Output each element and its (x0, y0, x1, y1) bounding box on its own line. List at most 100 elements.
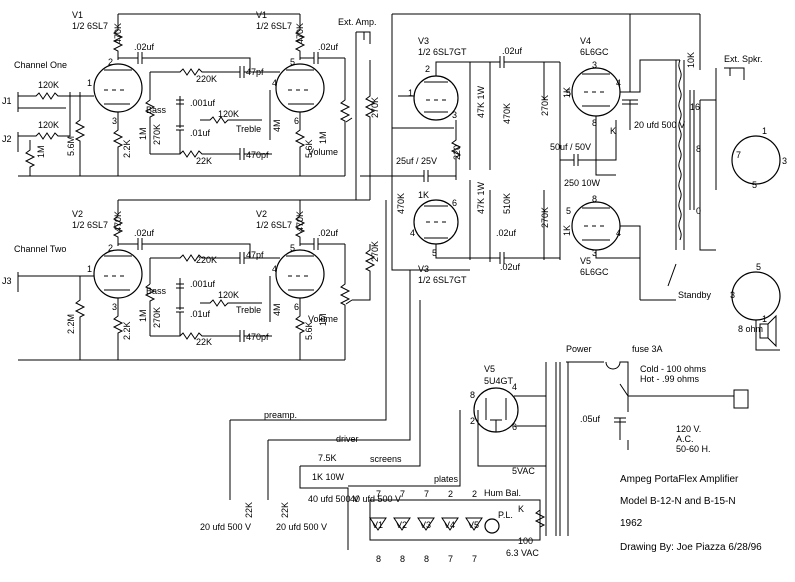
v5-grid-1k: 1K (562, 225, 572, 236)
heater-label-v4: V4 (444, 520, 455, 530)
v1a-tube (93, 63, 143, 113)
heater-string (369, 499, 546, 541)
speaker-8ohm: 8 ohm (738, 324, 763, 334)
v1a-elements (104, 69, 132, 105)
ch2-c02-a: .02uf (134, 228, 155, 238)
v2b-pin5: 5 (290, 243, 295, 253)
bias-250: 250 10W (564, 178, 601, 188)
v3-top-type: 1/2 6SL7GT (418, 47, 467, 57)
heater-v1 (369, 517, 387, 531)
ch1-r470k-b: 470K (295, 23, 305, 44)
v5-pin3: 3 (592, 248, 597, 258)
ch2-c470pf: 470pf (246, 332, 269, 342)
pi-c02-mid: .02uf (496, 228, 517, 238)
heater-pin-top: 7 (424, 489, 429, 499)
r-2-2k-1a: 2.2K (122, 139, 132, 158)
pi-1k: 1K (418, 190, 429, 200)
ch2-r270k-tone: 270K (152, 307, 162, 328)
v1b-elements (286, 69, 314, 105)
pilot-lamp-label: P.L. (498, 510, 513, 520)
sock1-pin5: 5 (752, 180, 757, 190)
v3-pin1: 1 (408, 88, 413, 98)
v4-grid-1k: 1K (562, 87, 572, 98)
ch1-tone-stack (144, 66, 272, 160)
cathode-k-label: K (610, 126, 616, 136)
ch1-r120k-tone: 120K (218, 109, 239, 119)
driver-label: driver (336, 434, 359, 444)
r-2-2m-ch2: 2.2M (66, 314, 76, 334)
output-tube-elements (582, 73, 610, 241)
ch1-r270k-tone: 270K (152, 124, 162, 145)
v3-pin3: 3 (452, 110, 457, 120)
heater-v3 (417, 517, 435, 531)
sock2-pin5: 5 (756, 262, 761, 272)
mains-ac: A.C. (676, 434, 694, 444)
ch2-c01: .01uf (190, 309, 211, 319)
heater-pin-top: 2 (448, 489, 453, 499)
output-transformer (675, 14, 717, 251)
output-wiring (543, 14, 680, 260)
heater-v4 (441, 517, 459, 531)
ot-10k: 10K (686, 52, 696, 68)
v1b-pin5: 5 (290, 57, 295, 67)
sock1-pin1: 1 (762, 126, 767, 136)
r-1m-j2-label: 1M (36, 145, 46, 158)
v3-pin2: 2 (425, 64, 430, 74)
heater-pin-bottom: 8 (376, 554, 381, 564)
heater-pin-bottom: 8 (400, 554, 405, 564)
heater-pin-top: 7 (376, 489, 381, 499)
ch1-bplus-rail (117, 13, 301, 30)
jack-j2-label: J2 (2, 134, 12, 144)
hot-label: Hot - .99 ohms (640, 374, 700, 384)
v3-bottom-name: V3 (418, 264, 429, 274)
pi-cathode-cap (360, 170, 456, 182)
v2a-name: V2 (72, 209, 83, 219)
ot-0: 0 (696, 206, 701, 216)
r-1k-10w: 1K 10W (312, 472, 345, 482)
v2a-pin2: 2 (108, 243, 113, 253)
ch2-treble-label: Treble (236, 305, 261, 315)
pi-47k-top: 47K 1W (476, 85, 486, 118)
v5-pin5: 5 (566, 206, 571, 216)
ch2-r220k: 220K (196, 255, 217, 265)
v2b-pin6: 6 (294, 302, 299, 312)
ext-amp-label: Ext. Amp. (338, 17, 377, 27)
model-text: Model B-12-N and B-15-N (620, 496, 736, 507)
rect-name: V5 (484, 364, 495, 374)
rect-pin6: 6 (512, 422, 517, 432)
v4-pin5: 5 (566, 88, 571, 98)
rect-type: 5U4GT (484, 376, 514, 386)
ext-spkr-label: Ext. Spkr. (724, 54, 763, 64)
bias-50uf: 50uf / 50V (550, 142, 591, 152)
v2a-elements (104, 255, 132, 291)
v1a-pin1: 1 (87, 78, 92, 88)
v1a-pin2: 2 (108, 57, 113, 67)
v1b-name: V1 (256, 10, 267, 20)
ch2-c47pf: 47pf (246, 250, 264, 260)
v5-pin4: 4 (616, 228, 621, 238)
v3-elements (424, 81, 448, 239)
rect-5vac: 5VAC (512, 466, 535, 476)
mains-voltage: 120 V. (676, 424, 701, 434)
ch1-out-cap (300, 52, 345, 64)
bplus-distribution (229, 200, 461, 550)
ch2-c02-b: .02uf (318, 228, 339, 238)
standby-label: Standby (678, 290, 712, 300)
pilot-lamp-icon (484, 518, 500, 534)
pi-510k: 510K (502, 193, 512, 214)
ch2-r470k-b: 470K (295, 211, 305, 232)
v3-top-name: V3 (418, 36, 429, 46)
ch1-mix-resistor (364, 60, 376, 200)
ch2-volume-1m: 1M (318, 313, 328, 326)
heater-v2 (393, 517, 411, 531)
ch1-mix-270k: 270K (370, 97, 380, 118)
fuse-label: fuse 3A (632, 344, 663, 354)
heater-label-v5: V5 (468, 520, 479, 530)
r-5-6m-ch1 (74, 92, 86, 176)
r-5-6k-ch2b (294, 298, 306, 360)
screen-20uf: 20 ufd 500 V (634, 120, 685, 130)
ch2-out-cap (300, 238, 345, 250)
v4-type: 6L6GC (580, 47, 609, 57)
v1b-pin4: 4 (272, 78, 277, 88)
speaker-socket-top (731, 135, 781, 185)
